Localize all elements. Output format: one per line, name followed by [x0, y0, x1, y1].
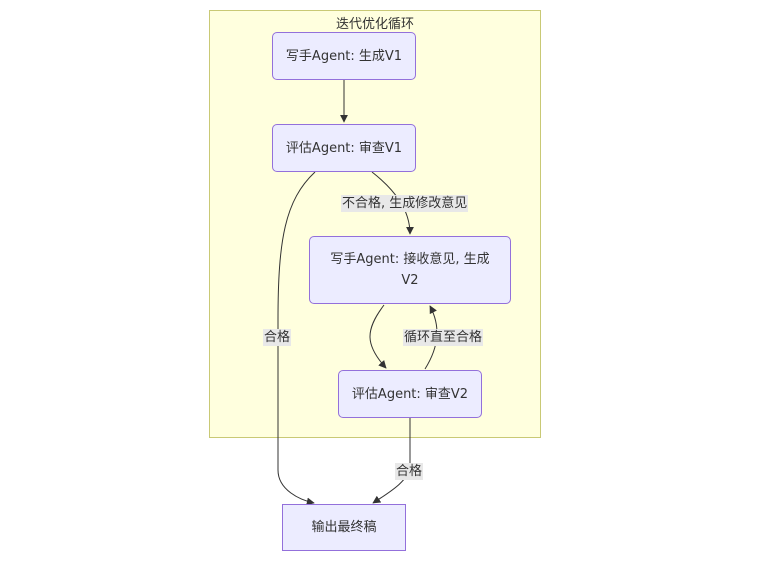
node-final-label: 输出最终稿 [311, 520, 377, 535]
edge-label-pass-v1: 合格 [263, 329, 292, 346]
edge-writer-v2-to-reviewer-v2 [369, 304, 387, 369]
edge-label-reject-feedback: 不合格, 生成修改意见 [341, 195, 469, 212]
node-final[interactable]: 输出最终稿 [282, 504, 406, 551]
edge-reviewer-v2-to-final [372, 417, 411, 504]
edge-label-pass-v2: 合格 [395, 463, 424, 480]
node-writer-v2[interactable]: 写手Agent: 接收意见, 生成V2 [309, 236, 511, 304]
node-reviewer-v2[interactable]: 评估Agent: 审查V2 [338, 370, 482, 418]
edge-reviewer-v1-to-final [277, 171, 316, 506]
node-writer-v1[interactable]: 写手Agent: 生成V1 [272, 32, 416, 80]
node-writer-v2-label: 写手Agent: 接收意见, 生成V2 [330, 252, 490, 288]
node-reviewer-v1[interactable]: 评估Agent: 审查V1 [272, 124, 416, 172]
edge-label-loop-until-pass: 循环直至合格 [403, 329, 484, 346]
cluster-title: 迭代优化循环 [335, 17, 414, 32]
node-reviewer-v1-label: 评估Agent: 审查V1 [285, 140, 403, 156]
node-writer-v1-label: 写手Agent: 生成V1 [285, 48, 403, 64]
node-reviewer-v2-label: 评估Agent: 审查V2 [351, 386, 469, 402]
iteration-loop-cluster: 迭代优化循环 [209, 10, 541, 438]
